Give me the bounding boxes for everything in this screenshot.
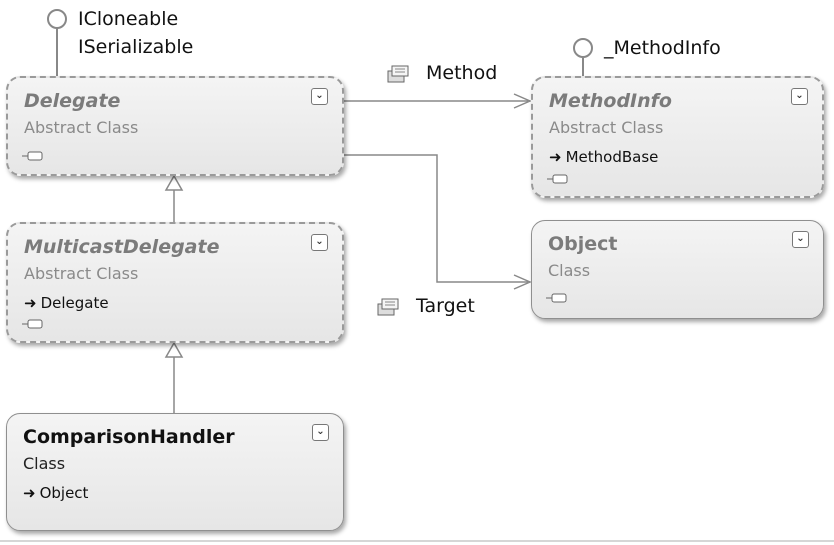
inheritance-line bbox=[164, 341, 184, 413]
chevron-down-icon[interactable]: ⌄ bbox=[792, 231, 809, 248]
class-kind: Class bbox=[548, 261, 591, 280]
inheritance-arrow-icon: ➜ bbox=[549, 148, 562, 166]
class-kind: Abstract Class bbox=[549, 118, 664, 137]
interface-label: ICloneable bbox=[78, 8, 179, 30]
class-box-delegate[interactable]: Delegate Abstract Class ⌄ bbox=[6, 76, 344, 176]
base-class: ➜Delegate bbox=[24, 294, 109, 312]
association-label: Target bbox=[416, 295, 475, 317]
class-kind: Abstract Class bbox=[24, 118, 139, 137]
association-label: Method bbox=[426, 62, 498, 84]
inheritance-arrow-icon: ➜ bbox=[24, 294, 37, 312]
target-association-line bbox=[344, 154, 532, 290]
class-box-comparisonhandler[interactable]: ComparisonHandler Class ➜Object ⌄ bbox=[6, 413, 344, 531]
class-kind: Abstract Class bbox=[24, 264, 139, 283]
chevron-down-icon[interactable]: ⌄ bbox=[311, 234, 328, 251]
interface-lollipop-icon bbox=[47, 9, 67, 76]
chevron-down-icon[interactable]: ⌄ bbox=[311, 88, 328, 105]
member-stub-icon bbox=[22, 319, 43, 329]
class-name: MethodInfo bbox=[549, 90, 672, 112]
class-name: MulticastDelegate bbox=[24, 236, 220, 258]
class-name: ComparisonHandler bbox=[23, 426, 235, 448]
association-target[interactable]: Target bbox=[376, 295, 475, 317]
class-box-methodinfo[interactable]: MethodInfo Abstract Class ➜MethodBase ⌄ bbox=[531, 76, 824, 198]
property-icon bbox=[387, 65, 409, 82]
chevron-down-icon[interactable]: ⌄ bbox=[791, 88, 808, 105]
base-class: ➜MethodBase bbox=[549, 148, 658, 166]
base-class-label: Object bbox=[39, 484, 89, 502]
chevron-down-icon[interactable]: ⌄ bbox=[312, 424, 329, 441]
class-box-multicastdelegate[interactable]: MulticastDelegate Abstract Class ➜Delega… bbox=[6, 222, 344, 343]
inheritance-line bbox=[164, 174, 184, 222]
member-stub-icon bbox=[546, 293, 567, 303]
interface-list-delegate: ICloneable ISerializable bbox=[78, 5, 193, 61]
property-icon bbox=[377, 298, 399, 315]
member-stub-icon bbox=[22, 151, 43, 161]
interface-label-methodinfo: _MethodInfo bbox=[604, 37, 721, 59]
member-stub-icon bbox=[547, 174, 568, 184]
base-class-label: Delegate bbox=[40, 294, 109, 312]
class-kind: Class bbox=[23, 454, 66, 473]
method-association-line bbox=[344, 93, 532, 109]
base-class: ➜Object bbox=[23, 484, 88, 502]
inheritance-arrow-icon: ➜ bbox=[23, 484, 36, 502]
class-name: Object bbox=[548, 233, 618, 255]
class-name: Delegate bbox=[24, 90, 121, 112]
association-method[interactable]: Method bbox=[386, 62, 497, 84]
base-class-label: MethodBase bbox=[565, 148, 659, 166]
interface-lollipop-icon bbox=[573, 38, 593, 76]
class-box-object[interactable]: Object Class ⌄ bbox=[531, 220, 824, 319]
interface-label: ISerializable bbox=[78, 36, 194, 58]
